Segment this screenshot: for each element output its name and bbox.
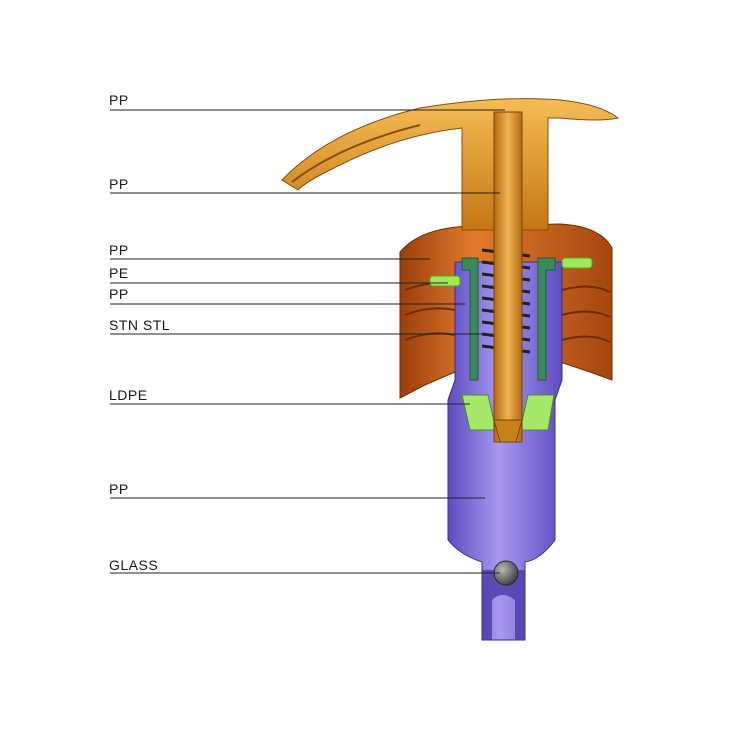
actuator-stem (493, 111, 523, 443)
material-label-stem: PP (109, 176, 129, 192)
material-label-closure: PP (109, 242, 129, 258)
material-label-valve: LDPE (109, 387, 148, 403)
material-label-gasket: PE (109, 265, 129, 281)
leader-lines (110, 109, 505, 574)
material-label-housing: PP (109, 481, 129, 497)
material-label-spring: STN STL (109, 317, 171, 333)
material-label-actuator: PP (109, 92, 129, 108)
piston-housing (461, 257, 556, 381)
material-label-piston: PP (109, 286, 129, 302)
actuator-head (281, 98, 620, 231)
material-label-ball: GLASS (109, 557, 159, 573)
